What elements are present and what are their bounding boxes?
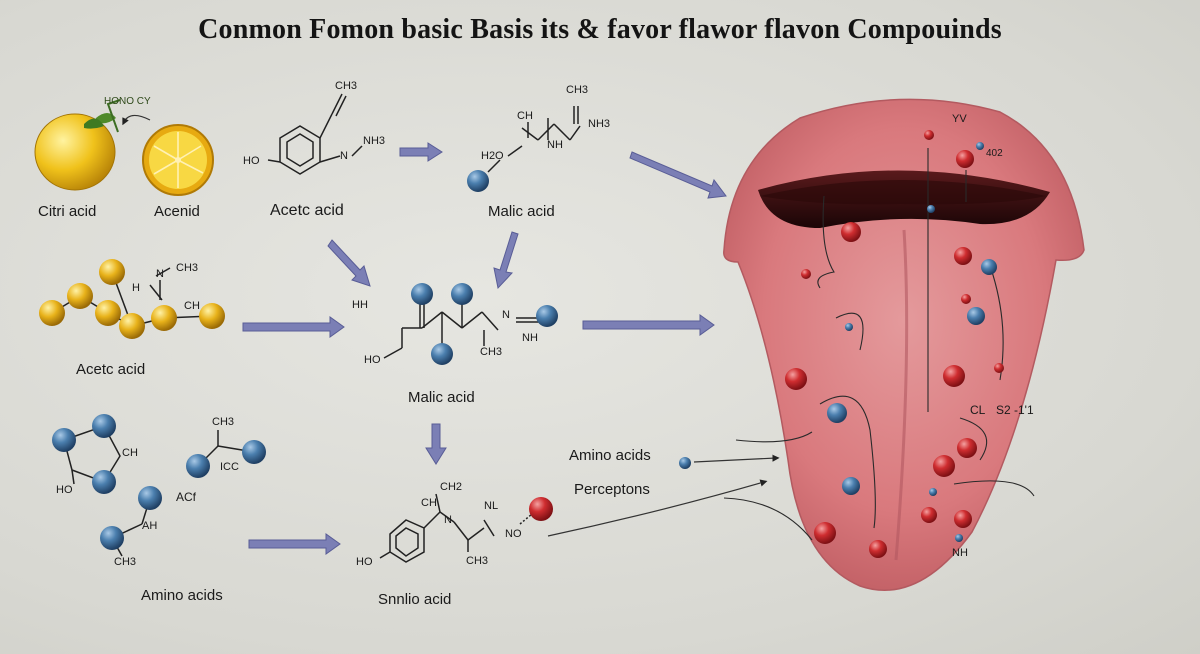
chem-m6-icc: ICC <box>220 461 239 473</box>
label-acetc-acid-top: Acetc acid <box>270 202 344 219</box>
chem-m5-ch: CH <box>122 447 138 459</box>
chem-m2-nh3: NH3 <box>588 118 611 130</box>
chem-m1-ch3: CH3 <box>335 80 358 92</box>
chem-m1-ho: HO <box>243 155 260 167</box>
molecule-amino-ring <box>52 414 266 557</box>
flow-arrows <box>242 142 727 555</box>
chem-tongue-402: 402 <box>986 148 1003 159</box>
chem-m7-ch: CH <box>421 497 437 509</box>
lemon-illustration <box>34 99 121 191</box>
chem-m4-n: N <box>502 309 510 321</box>
chem-m2-ch: CH <box>517 110 533 122</box>
arrow-diagonal <box>629 151 727 199</box>
chem-tongue-521: S2 -1'1 <box>996 403 1034 417</box>
chem-tongue-nh: NH <box>952 547 968 559</box>
label-acetc-acid-mid: Acetc acid <box>76 361 146 378</box>
chem-tongue-cl: CL <box>970 403 986 417</box>
chem-m3-n: N <box>156 268 164 280</box>
chem-m6-ch3: CH3 <box>212 416 235 428</box>
label-snnlio-acid: Snnlio acid <box>378 591 452 608</box>
chem-m2-nh: NH <box>547 139 563 151</box>
chem-m7-n: N <box>444 514 452 526</box>
chem-m1-nh3: NH3 <box>363 135 386 147</box>
molecule-snnlio <box>379 493 553 563</box>
arrow-right-bottom <box>248 533 341 555</box>
label-amino-acids-bottom: Amino acids <box>141 587 223 604</box>
chem-m3-ch3: CH3 <box>176 262 199 274</box>
arrow-right <box>399 142 443 162</box>
chem-m2-h2o: H2O <box>481 150 504 162</box>
label-amino-acids-right: Amino acids <box>569 447 651 464</box>
chem-tongue-yv: YV <box>952 113 967 125</box>
molecule-malic-center <box>383 283 558 365</box>
chem-m5-ho: HO <box>56 484 73 496</box>
chem-m4-ho: HO <box>364 354 381 366</box>
molecule-malic-top <box>487 106 581 173</box>
chem-m2-ch3: CH3 <box>566 84 589 96</box>
chem-m7-ch2: CH2 <box>440 481 463 493</box>
chem-m1-n: N <box>340 150 348 162</box>
arrow-down <box>425 423 447 465</box>
chem-m4-ch3: CH3 <box>480 346 503 358</box>
label-perceptons: Perceptons <box>574 481 650 498</box>
lemon-slice-illustration <box>142 124 214 196</box>
tongue-illustration <box>723 98 1085 591</box>
chem-m6-acf: ACf <box>176 490 197 504</box>
chem-m7-ho: HO <box>356 556 373 568</box>
chem-m6-ah: AH <box>142 520 158 532</box>
molecule-acetic-chain <box>39 259 225 339</box>
chem-m4-hh: HH <box>352 299 368 311</box>
label-acenid: Acenid <box>154 203 200 220</box>
perception-arrows <box>122 114 780 537</box>
molecule-acetic-top <box>267 93 363 175</box>
atom-blue <box>467 170 489 192</box>
arrow-right-mid <box>242 316 345 338</box>
label-malic-acid-top: Malic acid <box>488 203 555 220</box>
chem-m6-ch3b: CH3 <box>114 556 137 568</box>
chem-m4-nh: NH <box>522 332 538 344</box>
atom-blue-small <box>679 457 691 469</box>
chem-honocy: HONO CY <box>104 96 151 107</box>
arrow-down-left <box>493 231 519 290</box>
diagram-title: Conmon Fomon basic Basis its & favor fla… <box>198 14 1002 45</box>
label-malic-acid-mid: Malic acid <box>408 389 475 406</box>
arrow-right-long <box>582 314 715 336</box>
arrow-down-right <box>327 239 371 287</box>
chem-m7-no: NO <box>505 528 522 540</box>
chem-m3-ch: CH <box>184 300 200 312</box>
chem-m7-ch3: CH3 <box>466 555 489 567</box>
label-citri-acid: Citri acid <box>38 203 97 220</box>
chem-m3-h: H <box>132 282 140 294</box>
chem-m7-nl: NL <box>484 500 499 512</box>
